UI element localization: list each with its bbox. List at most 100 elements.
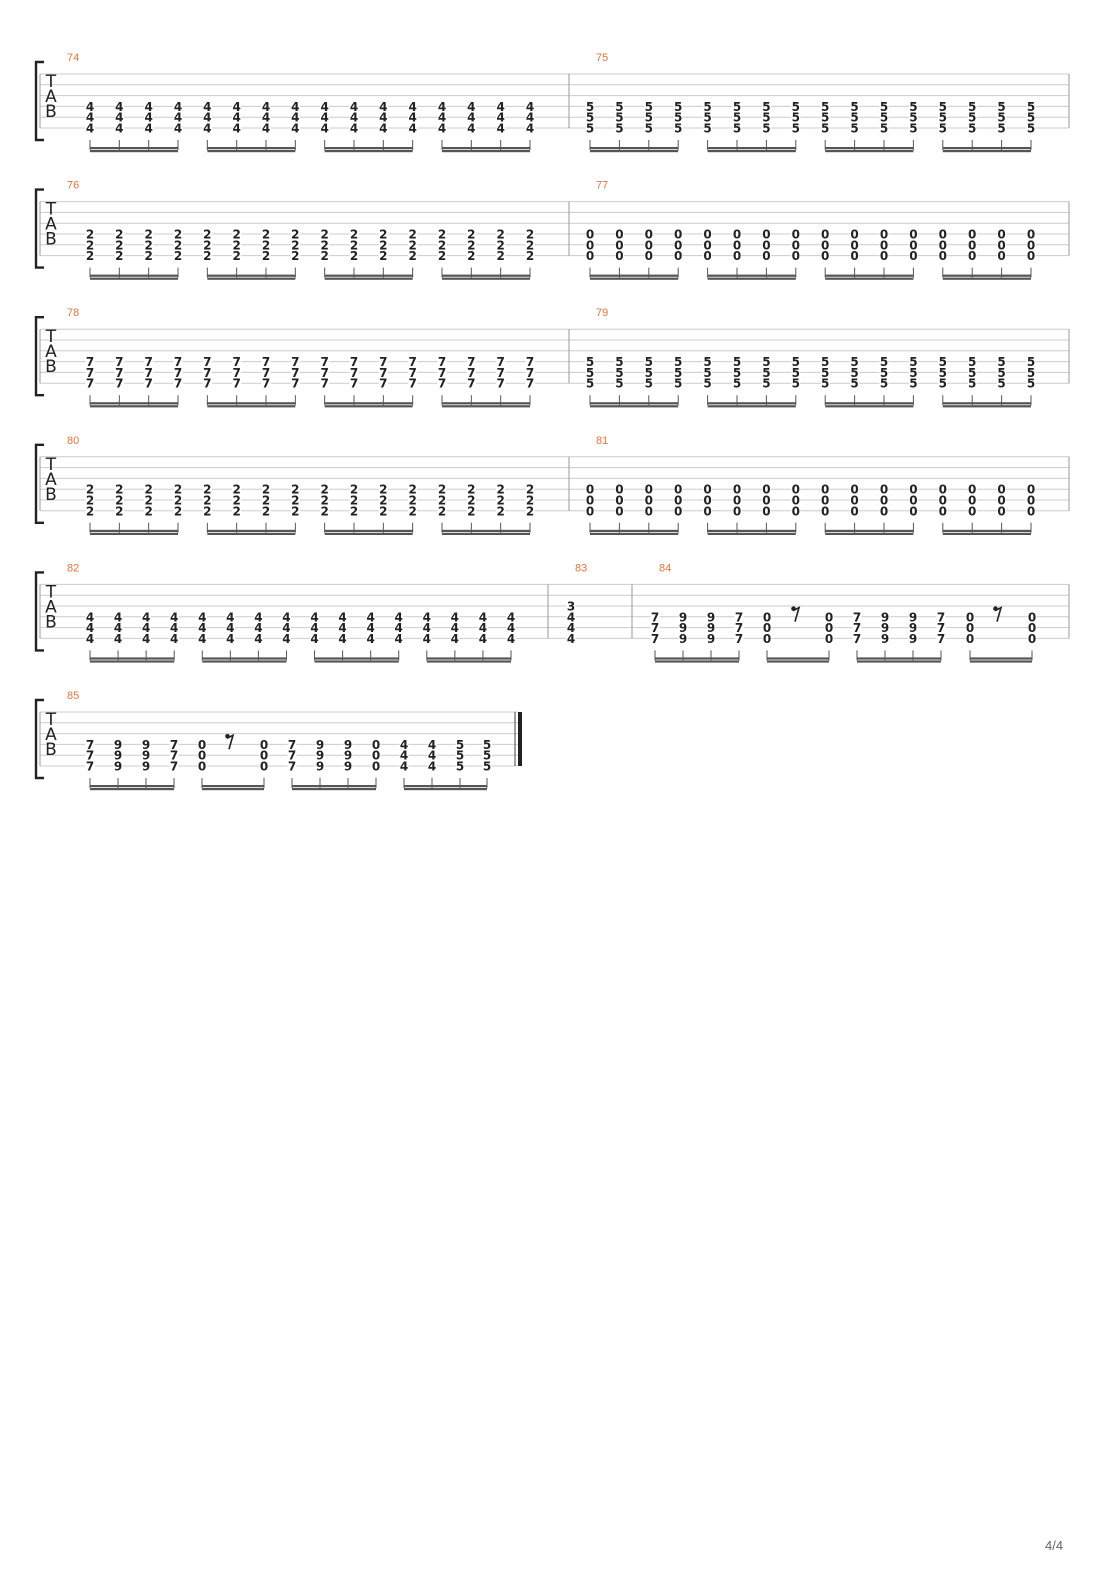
- fret-number: 2: [350, 504, 358, 518]
- fret-number: 7: [496, 377, 504, 391]
- fret-number: 2: [86, 483, 94, 497]
- fret-number: 7: [526, 355, 534, 369]
- note-mask: [232, 228, 242, 240]
- note-mask: [820, 100, 830, 112]
- note-mask: [378, 239, 388, 251]
- note-mask: [114, 356, 124, 368]
- fret-number: 7: [86, 760, 94, 774]
- beam: [942, 532, 1031, 535]
- note-mask: [938, 377, 948, 389]
- note-mask: [673, 377, 683, 389]
- beam: [590, 532, 679, 535]
- note-mask: [1026, 100, 1036, 112]
- note-mask: [287, 749, 297, 761]
- fret-number: 0: [825, 632, 833, 646]
- note-mask: [703, 356, 713, 368]
- eighth-rest: [791, 606, 801, 622]
- note-mask: [791, 505, 801, 517]
- note-mask: [703, 100, 713, 112]
- note-mask: [320, 483, 330, 495]
- fret-number: 5: [792, 366, 800, 380]
- fret-number: 0: [586, 228, 594, 242]
- fret-number: 2: [350, 483, 358, 497]
- fret-number: 9: [679, 621, 687, 635]
- note-mask: [343, 738, 353, 750]
- measure-number: 78: [67, 307, 79, 319]
- fret-number: 0: [586, 504, 594, 518]
- fret-number: 5: [880, 355, 888, 369]
- note-mask: [967, 228, 977, 240]
- fret-number: 7: [232, 366, 240, 380]
- note-mask: [650, 611, 660, 623]
- fret-number: 0: [763, 621, 771, 635]
- note-mask: [1026, 228, 1036, 240]
- beam: [207, 405, 296, 408]
- note-mask: [320, 366, 330, 378]
- fret-number: 5: [939, 377, 947, 391]
- fret-number: 7: [170, 749, 178, 763]
- fret-number: 4: [254, 632, 262, 646]
- fret-number: 0: [615, 483, 623, 497]
- tab-system: TAB7444444444444444444444444444444444444…: [34, 52, 1070, 153]
- fret-number: 2: [467, 483, 475, 497]
- note-mask: [466, 505, 476, 517]
- fret-number: 2: [115, 238, 123, 252]
- note-mask: [197, 611, 207, 623]
- note-mask: [232, 100, 242, 112]
- note-mask: [967, 366, 977, 378]
- note-mask: [349, 505, 359, 517]
- note-mask: [466, 122, 476, 134]
- fret-number: 4: [114, 610, 122, 624]
- note-mask: [290, 366, 300, 378]
- fret-number: 7: [379, 366, 387, 380]
- note-mask: [85, 239, 95, 251]
- note-mask: [997, 250, 1007, 262]
- note-mask: [113, 738, 123, 750]
- note-mask: [478, 632, 488, 644]
- fret-number: 0: [968, 228, 976, 242]
- fret-number: 0: [968, 249, 976, 263]
- beam: [207, 529, 296, 532]
- note-mask: [173, 100, 183, 112]
- fret-number: 4: [507, 621, 515, 635]
- note-mask: [673, 356, 683, 368]
- note-mask: [762, 632, 772, 644]
- note-mask: [506, 611, 516, 623]
- fret-number: 7: [350, 366, 358, 380]
- note-mask: [585, 122, 595, 134]
- fret-number: 4: [451, 621, 459, 635]
- fret-number: 5: [615, 100, 623, 114]
- fret-number: 5: [615, 377, 623, 391]
- note-mask: [496, 100, 506, 112]
- note-mask: [585, 494, 595, 506]
- tab-clef-letter: B: [45, 102, 57, 122]
- fret-number: 5: [703, 355, 711, 369]
- fret-number: 2: [203, 228, 211, 242]
- note-mask: [173, 228, 183, 240]
- fret-number: 2: [526, 483, 534, 497]
- beam: [442, 532, 530, 535]
- fret-number: 4: [320, 100, 328, 114]
- fret-number: 0: [909, 228, 917, 242]
- note-mask: [408, 111, 418, 123]
- fret-number: 0: [645, 504, 653, 518]
- note-mask: [85, 749, 95, 761]
- measure: 8244444444444444444444444444444444444444…: [67, 562, 549, 663]
- fret-number: 2: [438, 249, 446, 263]
- fret-number: 4: [526, 122, 534, 136]
- beam: [324, 529, 413, 532]
- beam: [707, 532, 796, 535]
- note-mask: [732, 239, 742, 251]
- note-mask: [761, 505, 771, 517]
- fret-number: 4: [350, 111, 358, 125]
- note-mask: [850, 111, 860, 123]
- note-mask: [320, 356, 330, 368]
- fret-number: 9: [909, 632, 917, 646]
- fret-number: 7: [408, 377, 416, 391]
- fret-number: 4: [423, 621, 431, 635]
- fret-number: 0: [909, 238, 917, 252]
- note-mask: [366, 622, 376, 634]
- fret-number: 5: [586, 122, 594, 136]
- fret-number: 4: [262, 111, 270, 125]
- note-mask: [349, 100, 359, 112]
